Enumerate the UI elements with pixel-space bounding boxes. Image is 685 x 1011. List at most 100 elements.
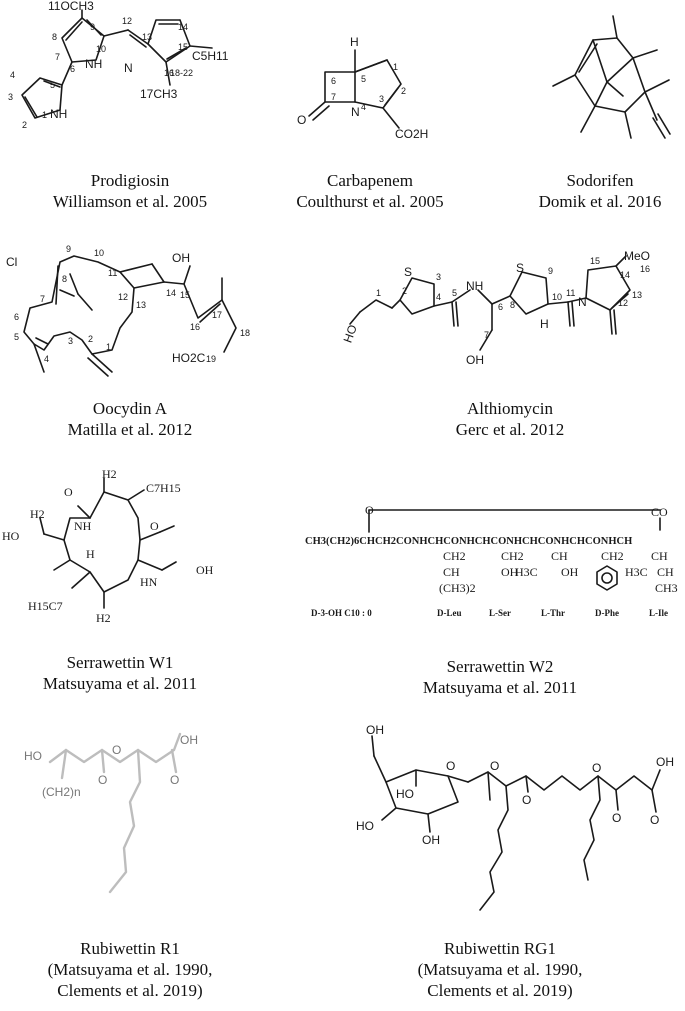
prodigiosin-structure: 11OCH3 NH NH N C5H11 18-22 17CH3 1 2 3 4… (0, 0, 260, 160)
compound-name: Rubiwettin R1 (80, 939, 180, 958)
serrawettin-w2-leu-ch: CH (443, 565, 460, 579)
atom-number: 15 (180, 290, 190, 300)
serrawettin-w2-ser-ch2: CH2 (501, 549, 524, 563)
serrawettin-w2-structure: O CO CH3(CH2)6CHCH2CONHCHCONHCHCONHCHCON… (305, 500, 685, 625)
serrawettin-w2-ile-h3c: H3C (625, 565, 648, 579)
atom-number: 1 (376, 288, 381, 298)
serrawettin-w2-thr-ch: CH (551, 549, 568, 563)
althiomycin-h-label: H (540, 317, 549, 331)
serrawettin-w2-backbone: CH3(CH2)6CHCH2CONHCHCONHCHCONHCHCONHCHCO… (305, 536, 632, 547)
atom-number: 4 (436, 292, 441, 302)
compound-reference: Clements et al. 2019) (57, 981, 203, 1000)
serrawettin-w2-ile-ch: CH (651, 549, 668, 563)
compound-reference: Clements et al. 2019) (427, 981, 573, 1000)
serrawettin-w2-leu-ch32: (CH3)2 (439, 581, 476, 595)
compound-reference: Matsuyama et al. 2011 (42, 674, 198, 693)
althiomycin-structure: MeO HO S S N NH OH H 1 2 3 4 5 6 7 8 9 1… (340, 249, 680, 380)
serrawettin-w2-ile-ch3: CH3 (655, 581, 678, 595)
atom-number: 17 (212, 310, 222, 320)
atom-number: 5 (361, 74, 366, 84)
atom-number: 18 (240, 328, 250, 338)
oocydin-a-caption: Oocydin A Matilla et al. 2012 (30, 398, 230, 440)
althiomycin-meo-label: MeO (624, 249, 650, 263)
serrawettin-w2-ile-ch2: CH (657, 565, 674, 579)
compound-reference: Matilla et al. 2012 (67, 420, 193, 439)
atom-number: 1 (393, 62, 398, 72)
atom-number: 10 (94, 248, 104, 258)
serrawettin-w1-caption: Serrawettin W1 Matsuyama et al. 2011 (20, 652, 220, 694)
serrawettin-w1-c7h15-label: C7H15 (146, 481, 181, 495)
atom-number: 9 (66, 244, 71, 254)
compound-name: Carbapenem (327, 171, 413, 190)
rubiwettin-rg1-o-label-1: O (446, 759, 455, 773)
prodigiosin-pentyl-range-label: 18-22 (170, 68, 193, 78)
compound-reference: (Matsuyama et al. 1990, (417, 960, 583, 979)
atom-number: 7 (40, 294, 45, 304)
serrawettin-w2-ser-oh: OH (501, 565, 519, 579)
compound-name: Oocydin A (92, 399, 168, 418)
atom-number: 3 (379, 94, 384, 104)
oocydin-acid-label: HO2C (172, 351, 206, 365)
rubiwettin-r1-oh-label: OH (180, 733, 198, 747)
prodigiosin-nh-label-1: NH (50, 107, 67, 121)
atom-number: 19 (206, 354, 216, 364)
atom-number: 10 (96, 44, 106, 54)
rubiwettin-rg1-oh-label-2: OH (422, 833, 440, 847)
atom-number: 13 (142, 32, 152, 42)
compound-reference: Domik et al. 2016 (538, 192, 662, 211)
atom-number: 4 (44, 354, 49, 364)
serrawettin-w1-hn-label: HN (140, 575, 158, 589)
rubiwettin-rg1-oh-label-3: OH (656, 755, 674, 769)
oocydin-oh-label: OH (172, 251, 190, 265)
compound-reference: (Matsuyama et al. 1990, (47, 960, 213, 979)
atom-number: 2 (401, 86, 406, 96)
compound-name: Serrawettin W2 (446, 657, 554, 676)
rubiwettin-rg1-o-label-6: O (650, 813, 659, 827)
serrawettin-w2-thr-oh: OH (561, 565, 579, 579)
althiomycin-s2-label: S (516, 261, 524, 275)
atom-number: 7 (55, 52, 60, 62)
atom-number: 6 (70, 64, 75, 74)
carbapenem-atom-numbers: 1 2 3 5 6 7 (331, 62, 406, 104)
atom-number: 7 (331, 92, 336, 102)
serrawettin-w1-h-label: H (86, 547, 95, 561)
prodigiosin-methyl-label: 17CH3 (140, 87, 178, 101)
serrawettin-w1-structure: H2 C7H15 O NH H2 HO HN OH H15C7 H2 H O (0, 462, 230, 632)
carbapenem-acid-label: CO2H (395, 127, 428, 141)
serrawettin-w2-caption: Serrawettin W2 Matsuyama et al. 2011 (400, 656, 600, 698)
atom-number: 1 (42, 110, 47, 120)
serrawettin-w2-o-label: O (365, 503, 374, 517)
prodigiosin-pentyl-label: C5H11 (192, 49, 229, 63)
rubiwettin-r1-o-label-3: O (170, 773, 179, 787)
atom-number: 16 (164, 68, 174, 78)
atom-number: 6 (331, 76, 336, 86)
rubiwettin-r1-ch2n-label: (CH2)n (42, 785, 81, 799)
althiomycin-nh-label: NH (466, 279, 483, 293)
rubiwettin-r1-ho-label: HO (24, 749, 42, 763)
carbapenem-caption: Carbapenem Coulthurst et al. 2005 (280, 170, 460, 212)
atom-number: 5 (50, 80, 55, 90)
rubiwettin-r1-structure: HO OH O O O (CH2)n (0, 730, 230, 910)
serrawettin-w1-h2-label-3: H2 (96, 611, 111, 625)
serrawettin-w1-ho-label: HO (2, 529, 20, 543)
atom-number: 4 (10, 70, 15, 80)
residue-label: D-Leu (437, 608, 462, 618)
atom-number: 13 (136, 300, 146, 310)
residue-label: L-Thr (541, 608, 565, 618)
sodorifen-caption: Sodorifen Domik et al. 2016 (515, 170, 685, 212)
oocydin-cl-label: Cl (6, 255, 17, 269)
atom-number: 2 (402, 286, 407, 296)
serrawettin-w1-h2-label-2: H2 (30, 507, 45, 521)
atom-number: 3 (68, 336, 73, 346)
atom-number: 8 (62, 274, 67, 284)
atom-number: 2 (22, 120, 27, 130)
serrawettin-w1-oh-label: OH (196, 563, 214, 577)
atom-number: 10 (552, 292, 562, 302)
atom-number: 6 (14, 312, 19, 322)
atom-number: 15 (178, 42, 188, 52)
atom-number: 11 (108, 268, 117, 278)
atom-number: 8 (510, 300, 515, 310)
residue-label: L-Ile (649, 608, 668, 618)
rubiwettin-rg1-o-label-4: O (592, 761, 601, 775)
